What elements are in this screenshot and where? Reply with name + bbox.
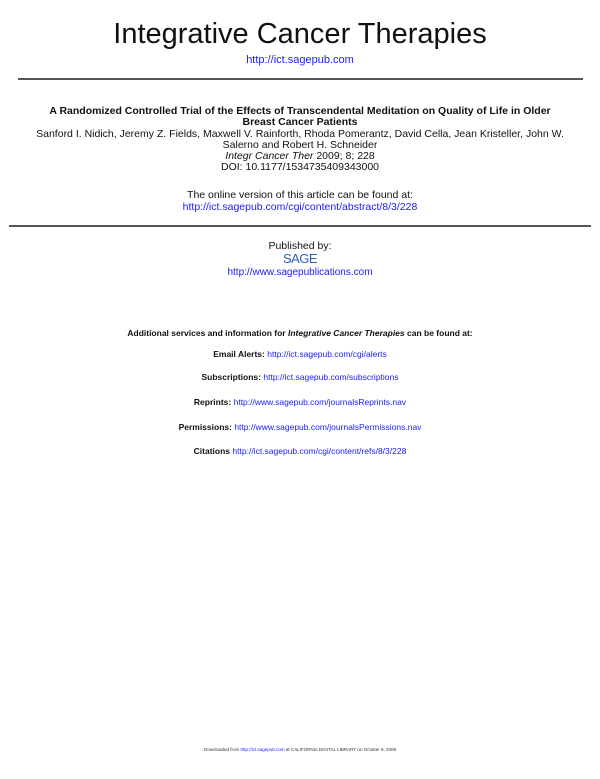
title-line: A Randomized Controlled Trial of the Eff… xyxy=(49,105,551,117)
services-intro: Additional services and information for … xyxy=(127,328,473,338)
published-by-label: Published by: xyxy=(268,240,332,252)
authors-line: Salerno and Robert H. Schneider xyxy=(222,139,378,151)
journal-link[interactable]: http://ict.sagepub.com xyxy=(246,54,354,66)
authors-line: Sanford I. Nidich, Jeremy Z. Fields, Max… xyxy=(36,128,564,140)
publisher-link[interactable]: http://www.sagepublications.com xyxy=(227,267,373,278)
footer-link[interactable]: http://ict.sagepub.com xyxy=(240,747,285,752)
title-line: Breast Cancer Patients xyxy=(242,116,358,128)
online-version-link[interactable]: http://ict.sagepub.com/cgi/content/abstr… xyxy=(182,201,418,213)
service-permissions: Permissions: http://www.sagepub.com/jour… xyxy=(178,422,422,432)
article-title: A Randomized Controlled Trial of the Eff… xyxy=(0,106,600,128)
subscriptions-link[interactable]: http://ict.sagepub.com/subscriptions xyxy=(263,372,399,382)
service-reprints: Reprints: http://www.sagepub.com/journal… xyxy=(193,397,407,407)
permissions-link[interactable]: http://www.sagepub.com/journalsPermissio… xyxy=(234,422,422,432)
email-alerts-link[interactable]: http://ict.sagepub.com/cgi/alerts xyxy=(267,349,387,359)
service-citations: Citations http://ict.sagepub.com/cgi/con… xyxy=(193,446,407,456)
authors: Sanford I. Nidich, Jeremy Z. Fields, Max… xyxy=(0,129,600,173)
citation-details: 2009; 8; 228 xyxy=(313,150,375,162)
service-subscriptions: Subscriptions: http://ict.sagepub.com/su… xyxy=(201,372,399,382)
service-email-alerts: Email Alerts: http://ict.sagepub.com/cgi… xyxy=(213,349,387,359)
reprints-link[interactable]: http://www.sagepub.com/journalsReprints.… xyxy=(233,397,407,407)
citation-journal: Integr Cancer Ther xyxy=(225,150,314,162)
sage-logo: SAGE xyxy=(282,251,318,266)
divider xyxy=(9,225,591,227)
online-version-label: The online version of this article can b… xyxy=(187,189,413,201)
citation: Integr Cancer Ther 2009; 8; 228 xyxy=(0,151,600,162)
journal-title: Integrative Cancer Therapies xyxy=(113,18,487,50)
download-footer: Downloaded from http://ict.sagepub.com a… xyxy=(204,747,396,752)
citations-link[interactable]: http://ict.sagepub.com/cgi/content/refs/… xyxy=(232,446,407,456)
doi: DOI: 10.1177/1534735409343000 xyxy=(220,161,380,173)
divider xyxy=(18,78,583,80)
